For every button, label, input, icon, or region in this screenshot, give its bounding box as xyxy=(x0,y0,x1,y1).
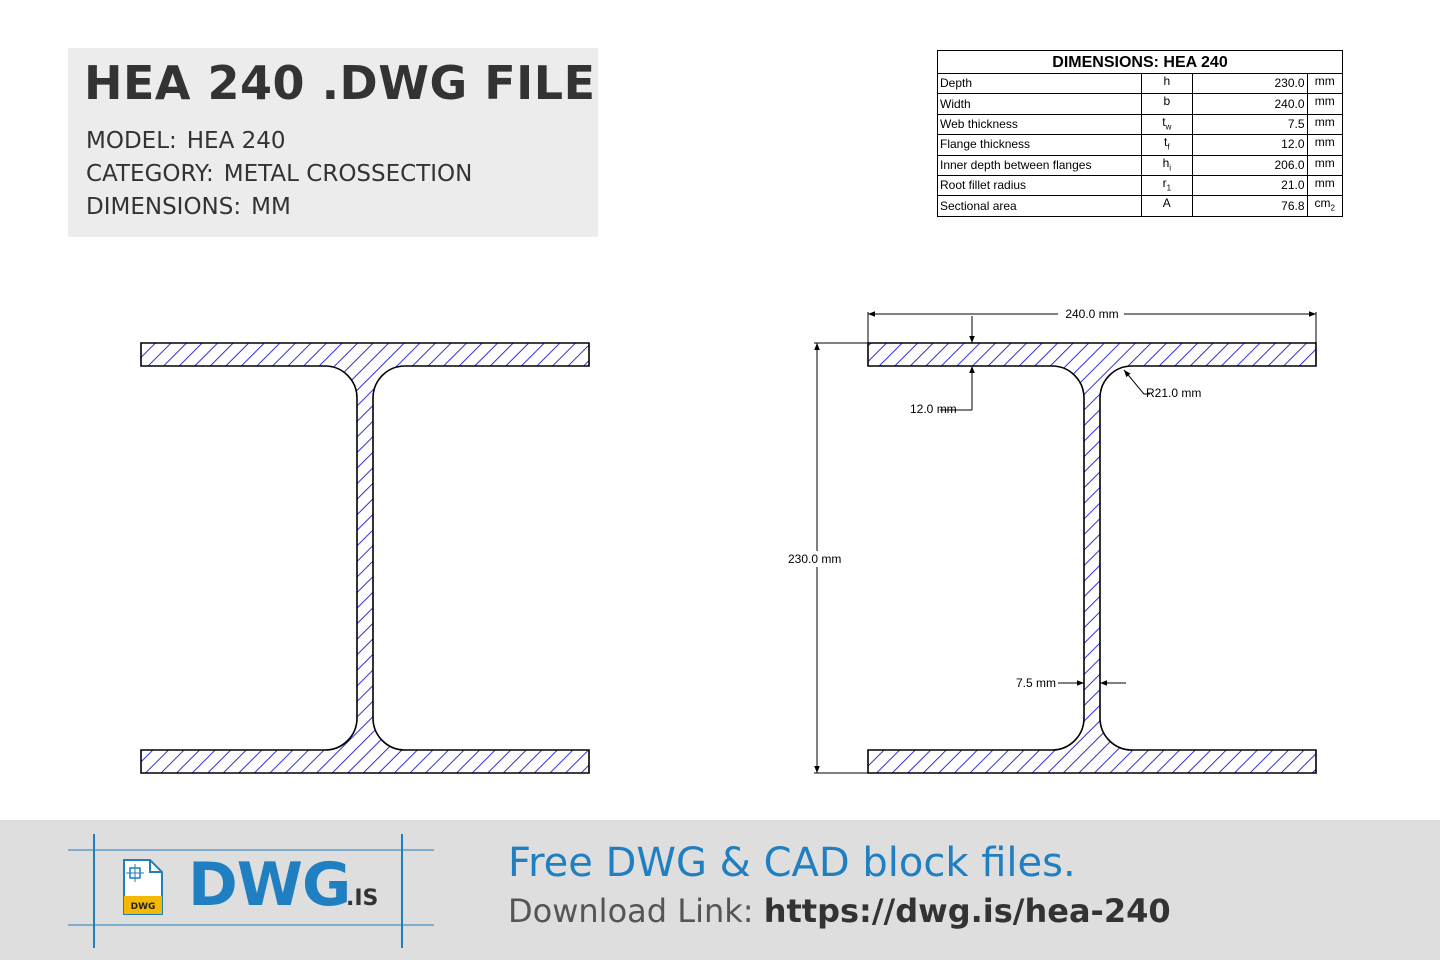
category-line: CATEGORY: METAL CROSSECTION xyxy=(86,161,472,187)
category-key: CATEGORY: xyxy=(86,161,214,187)
i-beam-section-right xyxy=(867,342,1317,774)
model-line: MODEL: HEA 240 xyxy=(86,128,286,154)
model-key: MODEL: xyxy=(86,128,177,154)
symbol-cell: h xyxy=(1140,72,1194,95)
unit-cell: mm xyxy=(1306,134,1344,156)
unit-cell: mm xyxy=(1306,93,1344,115)
value-cell: 12.0 xyxy=(1192,134,1308,156)
value-cell: 76.8 xyxy=(1192,195,1308,217)
page-title: HEA 240 .DWG FILE xyxy=(84,56,596,110)
brand-word: DWG xyxy=(188,850,351,920)
unit-cell: mm xyxy=(1306,72,1344,95)
unit-cell: mm xyxy=(1306,174,1344,197)
logo-frame: DWG xyxy=(68,834,434,948)
logo-badge-text: DWG xyxy=(131,902,156,912)
param-cell: Inner depth between flanges xyxy=(937,154,1142,176)
symbol-cell: r1 xyxy=(1140,174,1194,197)
depth-label: 230.0 mm xyxy=(788,552,841,566)
radius-dimension xyxy=(1123,369,1150,395)
symbol-cell: tw xyxy=(1140,113,1194,136)
width-label: 240.0 mm xyxy=(1065,307,1118,321)
brand-tld: .IS xyxy=(346,886,379,911)
dimensions-line: DIMENSIONS: MM xyxy=(86,194,291,220)
web-thickness-label: 7.5 mm xyxy=(1016,676,1056,690)
download-label: Download Link: xyxy=(508,892,764,930)
beam-drawing: 240.0 mm 12.0 mm R21.0 mm 230.0 mm 7.5 m… xyxy=(140,305,1317,774)
flange-thickness-label: 12.0 mm xyxy=(910,402,957,416)
radius-label: R21.0 mm xyxy=(1146,386,1201,400)
unit-cell: cm2 xyxy=(1306,195,1344,217)
param-cell: Sectional area xyxy=(937,195,1142,217)
model-value: HEA 240 xyxy=(186,128,286,154)
flange-thickness-dimension xyxy=(940,316,975,411)
value-cell: 206.0 xyxy=(1192,154,1308,176)
dwg-file-icon: DWG xyxy=(123,859,163,915)
unit-cell: mm xyxy=(1306,154,1344,176)
footer-bar: DWG DWG .IS Free DWG & CAD block files. … xyxy=(0,820,1440,960)
i-beam-section-left xyxy=(140,342,590,774)
dimensions-value: MM xyxy=(251,194,291,220)
tagline: Free DWG & CAD block files. xyxy=(508,840,1076,886)
download-link[interactable]: https://dwg.is/hea-240 xyxy=(763,892,1171,930)
title-panel: HEA 240 .DWG FILE MODEL: HEA 240 CATEGORY… xyxy=(68,48,598,237)
download-line: Download Link: https://dwg.is/hea-240 xyxy=(508,892,1171,930)
unit-cell: mm xyxy=(1306,113,1344,136)
category-value: METAL CROSSECTION xyxy=(223,161,473,187)
dimensions-key: DIMENSIONS: xyxy=(86,194,242,220)
symbol-cell: hi xyxy=(1140,154,1194,176)
